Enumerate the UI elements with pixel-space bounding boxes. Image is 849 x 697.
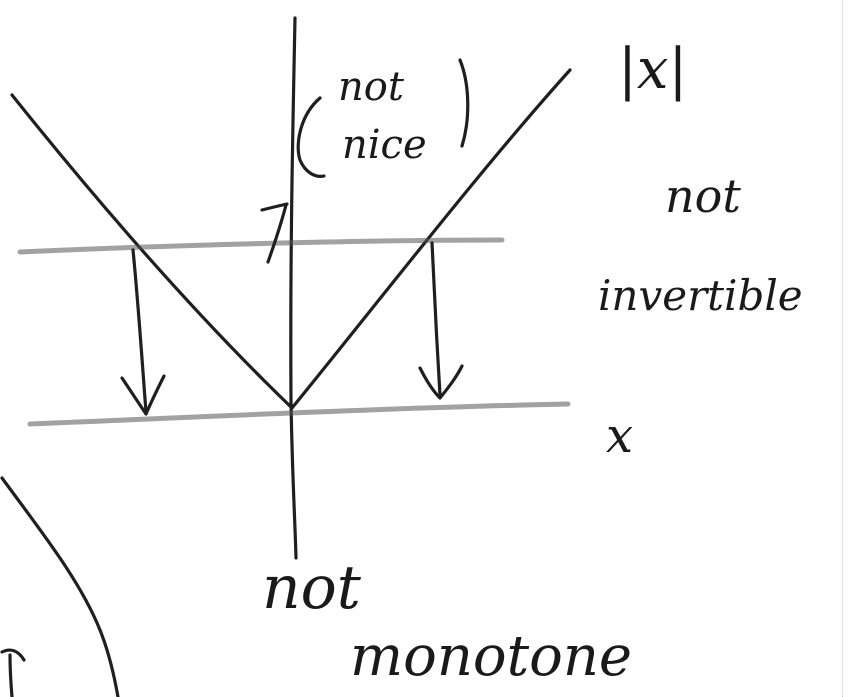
y-axis [289, 16, 298, 560]
abs-x-label: |x| [618, 37, 687, 102]
up-arrow [266, 203, 288, 264]
up-arrowhead-icon [260, 202, 289, 212]
left-parenthesis [296, 96, 326, 178]
not-monotone-label-2: monotone [350, 624, 632, 689]
x-axis-label: x [606, 408, 633, 464]
right-down-arrow [430, 241, 442, 397]
x-axis-line [27, 401, 571, 427]
partial-glyph [0, 648, 26, 697]
monotone-sketch-curve [0, 476, 120, 697]
not-nice-label-2: nice [342, 122, 427, 168]
not-monotone-label-1: not [262, 553, 362, 623]
abs-x-right-branch [290, 68, 572, 410]
left-arrowhead-icon [120, 374, 166, 416]
abs-x-left-branch [10, 93, 294, 410]
right-arrowhead-icon [418, 364, 464, 400]
not-invertible-label-1: not [665, 169, 741, 223]
left-down-arrow [131, 248, 148, 414]
page-edge [842, 0, 849, 697]
right-parenthesis [458, 58, 470, 148]
not-invertible-label-2: invertible [598, 271, 803, 320]
horizontal-level-line [17, 237, 505, 255]
not-nice-label-1: not [338, 64, 405, 110]
